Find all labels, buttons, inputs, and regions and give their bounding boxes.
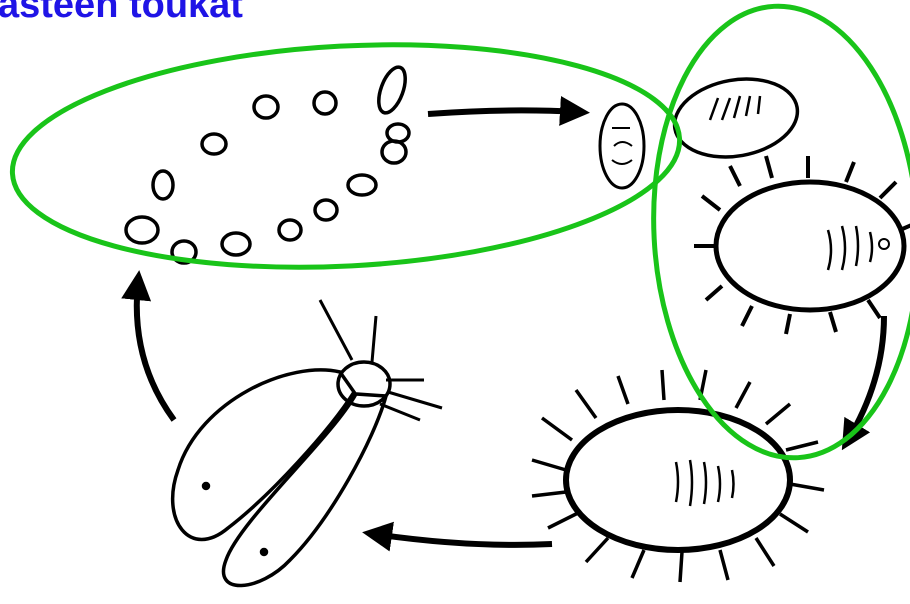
nymph-first-instar-icon [600,104,644,188]
pupa-icon [532,370,824,582]
arrow-adult-to-eggs [137,282,174,420]
egg-stage-highlight [7,29,686,284]
adult-whitefly-icon [173,300,442,586]
nymph-second-instar-icon [668,70,803,166]
arrow-pupa-to-adult [374,534,552,545]
egg-cluster-icon [126,64,411,263]
arrow-egg-to-nymph [428,110,578,114]
nymph-third-instar-icon [694,156,910,334]
